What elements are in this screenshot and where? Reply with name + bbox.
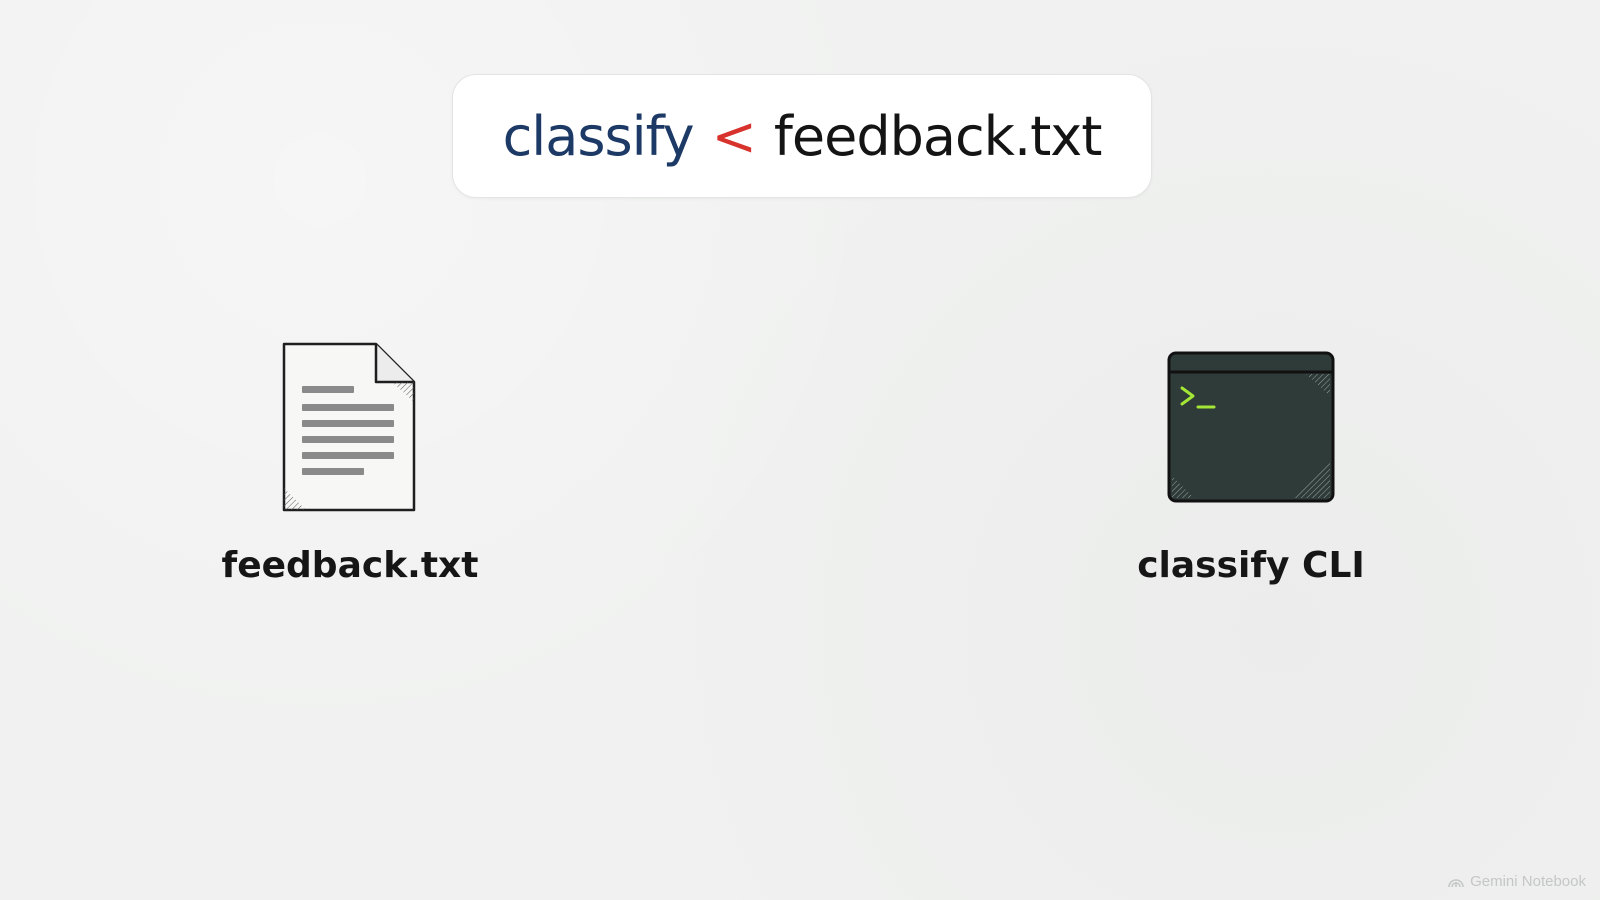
file-label: feedback.txt — [221, 545, 479, 586]
watermark: Gemini Notebook — [1448, 873, 1586, 890]
cli-label: classify CLI — [1137, 545, 1365, 586]
command-file: feedback.txt — [773, 104, 1103, 168]
command-program: classify — [502, 104, 695, 168]
terminal-icon — [1166, 350, 1336, 504]
watermark-text: Gemini Notebook — [1470, 873, 1586, 890]
command-card: classify < feedback.txt — [452, 74, 1152, 198]
gemini-notebook-icon — [1448, 876, 1464, 888]
command-operator: < — [711, 104, 757, 168]
document-icon — [280, 340, 420, 516]
